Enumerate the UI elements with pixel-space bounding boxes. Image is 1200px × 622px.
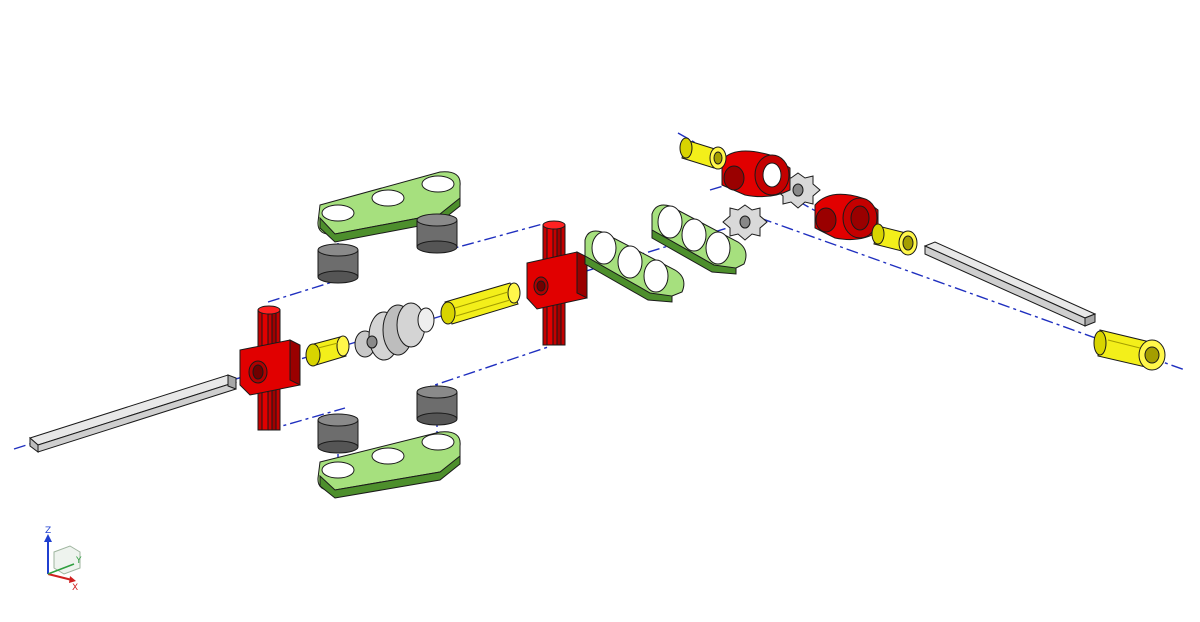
connector-pin-top-right[interactable] [679, 137, 727, 170]
axis-triad[interactable]: Z Y X [44, 526, 82, 593]
worm-gear[interactable] [354, 302, 435, 361]
cross-block-center[interactable] [526, 220, 588, 346]
connector-red-lower[interactable] [814, 193, 879, 240]
connector-pin-far-right[interactable] [1093, 329, 1166, 371]
liftarm-top[interactable] [317, 171, 461, 243]
x-axis-line [47, 573, 73, 581]
y-axis-label: Y [75, 556, 82, 566]
gear-small-lower[interactable] [722, 204, 768, 241]
z-axis-arrow [44, 534, 52, 542]
bushing-set [317, 213, 458, 454]
bushing-top-left[interactable] [317, 243, 359, 284]
view-cube [53, 545, 81, 575]
bushing-bottom-left[interactable] [317, 413, 359, 454]
assembly-guide-lines [13, 132, 1186, 460]
connector-red-upper[interactable] [721, 150, 791, 198]
connector-pin-left[interactable] [305, 335, 350, 367]
guide-line-top-mid [439, 221, 551, 253]
axle-right[interactable] [923, 241, 1097, 327]
x-axis-arrow [69, 576, 76, 583]
x-axis-label: X [72, 583, 78, 593]
bushing-bottom-right[interactable] [416, 385, 458, 426]
guide-line-bottom-left [267, 407, 346, 431]
liftarm-angled-1[interactable] [584, 230, 685, 303]
liftarm-bottom[interactable] [317, 431, 461, 499]
y-axis-line [47, 563, 75, 575]
bushing-top-right[interactable] [416, 213, 458, 254]
connector-pin-mid-right[interactable] [871, 223, 918, 256]
liftarm-angled-2[interactable] [651, 204, 747, 275]
axle-left[interactable] [29, 374, 237, 453]
connector-pin-long[interactable] [440, 282, 521, 325]
z-axis-label: Z [45, 526, 51, 536]
cross-block-left[interactable] [239, 305, 301, 431]
guide-line-bottom-mid [419, 346, 549, 391]
